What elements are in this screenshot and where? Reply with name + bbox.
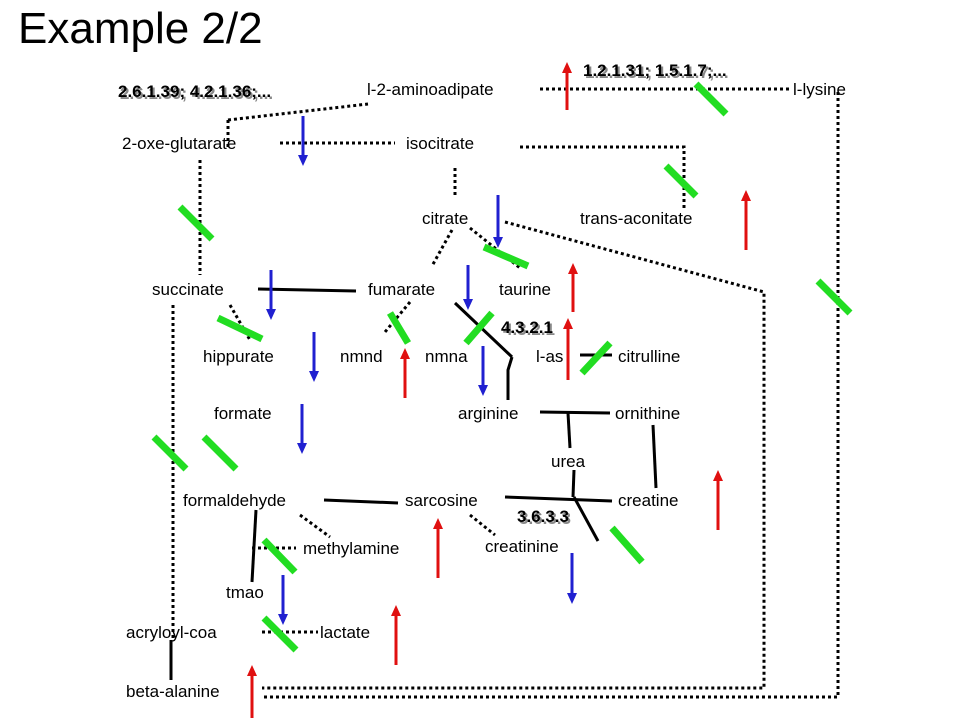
green-marker [177, 204, 215, 242]
node-nmnd: nmnd [340, 347, 383, 366]
node-succinate: succinate [152, 280, 224, 299]
solid-connections [169, 287, 658, 680]
enzyme-1-2-1-31: 1.2.1.31; 1.5.1.7;... [583, 61, 727, 80]
link-creatine-creatinine [572, 496, 600, 542]
increase-arrow-icon [247, 665, 257, 718]
green-marker [693, 81, 729, 117]
page-title: Example 2/2 [18, 4, 263, 53]
increase-arrow-icon [433, 518, 443, 578]
enzyme-shadow-2-6-1-39: 2.6.1.39; 4.2.1.36;... [120, 84, 273, 103]
enzyme-shadow-4-3-2-1: 4.3.2.1 [503, 320, 555, 339]
decrease-arrow-icon [278, 575, 288, 625]
node-beta-alanine: beta-alanine [126, 682, 220, 701]
node-taurine: taurine [499, 280, 551, 299]
link-formaldehyde-tmao [250, 509, 258, 583]
link-fumarate-l-as [453, 301, 514, 359]
link-citrate-fumarate [430, 229, 454, 267]
node-l-2-aminoadipate: l-2-aminoadipate [367, 80, 494, 99]
node-creatine: creatine [618, 491, 678, 510]
node-2-oxe-glutarate: 2-oxe-glutarate [122, 134, 236, 153]
green-marker [261, 537, 298, 575]
node-ornithine: ornithine [615, 404, 680, 423]
node-nmna: nmna [425, 347, 468, 366]
link-lysine-beta-alanine [262, 92, 840, 699]
node-creatinine: creatinine [485, 537, 559, 556]
decrease-arrow-icon [478, 346, 488, 396]
node-tmao: tmao [226, 583, 264, 602]
link-sarcosine-creatinine [469, 513, 496, 537]
green-marker [609, 525, 645, 565]
increase-arrow-icon [568, 263, 578, 312]
node-fumarate: fumarate [368, 280, 435, 299]
change-arrows [247, 62, 751, 718]
node-l-as: l-as [536, 347, 563, 366]
increase-arrow-icon [741, 190, 751, 250]
enzyme-shadow-3-6-3-3: 3.6.3.3 [519, 509, 571, 528]
link-citrate-beta-alanine [262, 220, 766, 690]
link-arginine-ornithine [539, 410, 611, 415]
decrease-arrow-icon [309, 332, 319, 382]
node-lactate: lactate [320, 623, 370, 642]
enzyme-2-6-1-39: 2.6.1.39; 4.2.1.36;... [118, 82, 271, 101]
link-formaldehyde-methylamine [299, 513, 331, 539]
green-marker [216, 314, 264, 343]
decrease-arrow-icon [266, 270, 276, 320]
green-marker [482, 243, 530, 270]
decrease-arrow-icon [567, 553, 577, 604]
node-isocitrate: isocitrate [406, 134, 474, 153]
node-hippurate: hippurate [203, 347, 274, 366]
node-urea: urea [551, 452, 586, 471]
node-citrate: citrate [422, 209, 468, 228]
link-sarcosine-creatine [504, 495, 613, 503]
green-marker [201, 434, 239, 472]
green-marker [463, 310, 495, 346]
green-marker [261, 615, 299, 653]
decrease-arrow-icon [297, 404, 307, 454]
enzyme-labels: 1.2.1.31; 1.5.1.7;... 1.2.1.31; 1.5.1.7;… [118, 61, 729, 528]
link-urea-creatine [571, 469, 576, 498]
link-formaldehyde-sarcosine [323, 498, 399, 505]
link-succinate-hippurate [228, 304, 252, 341]
node-formaldehyde: formaldehyde [183, 491, 286, 510]
increase-arrow-icon [713, 470, 723, 530]
green-markers [151, 81, 853, 653]
node-methylamine: methylamine [303, 539, 399, 558]
link-succinate-fumarate [257, 287, 357, 293]
green-marker [579, 340, 613, 376]
enzyme-4-3-2-1: 4.3.2.1 [501, 318, 553, 337]
increase-arrow-icon [563, 318, 573, 380]
dotted-connections [171, 87, 840, 699]
increase-arrow-icon [400, 348, 410, 398]
decrease-arrow-icon [298, 116, 308, 166]
link-arginine-urea [566, 412, 572, 449]
node-l-lysine: l-lysine [793, 80, 846, 99]
node-sarcosine: sarcosine [405, 491, 478, 510]
green-marker [663, 163, 699, 199]
node-arginine: arginine [458, 404, 519, 423]
enzyme-shadow-1-2-1-31: 1.2.1.31; 1.5.1.7;... [585, 63, 729, 82]
decrease-arrow-icon [493, 195, 503, 248]
increase-arrow-icon [562, 62, 572, 110]
link-ornithine-creatine [651, 424, 658, 489]
link-fumarate-nmnd [383, 301, 412, 333]
node-trans-aconitate: trans-aconitate [580, 209, 692, 228]
green-marker [815, 278, 853, 316]
link-isocitrate-trans-aconitate [520, 145, 686, 210]
decrease-arrow-icon [463, 265, 473, 310]
node-acryloyl-coa: acryloyl-coa [126, 623, 217, 642]
green-marker [386, 311, 412, 345]
node-citrulline: citrulline [618, 347, 680, 366]
link-enzyme-aminoadipate [227, 102, 369, 122]
node-formate: formate [214, 404, 272, 423]
green-marker [151, 434, 189, 472]
enzyme-3-6-3-3: 3.6.3.3 [517, 507, 569, 526]
metabolite-labels: l-2-aminoadipate l-lysine 2-oxe-glutarat… [122, 80, 846, 701]
link-l-as-arginine [506, 356, 514, 400]
increase-arrow-icon [391, 605, 401, 665]
